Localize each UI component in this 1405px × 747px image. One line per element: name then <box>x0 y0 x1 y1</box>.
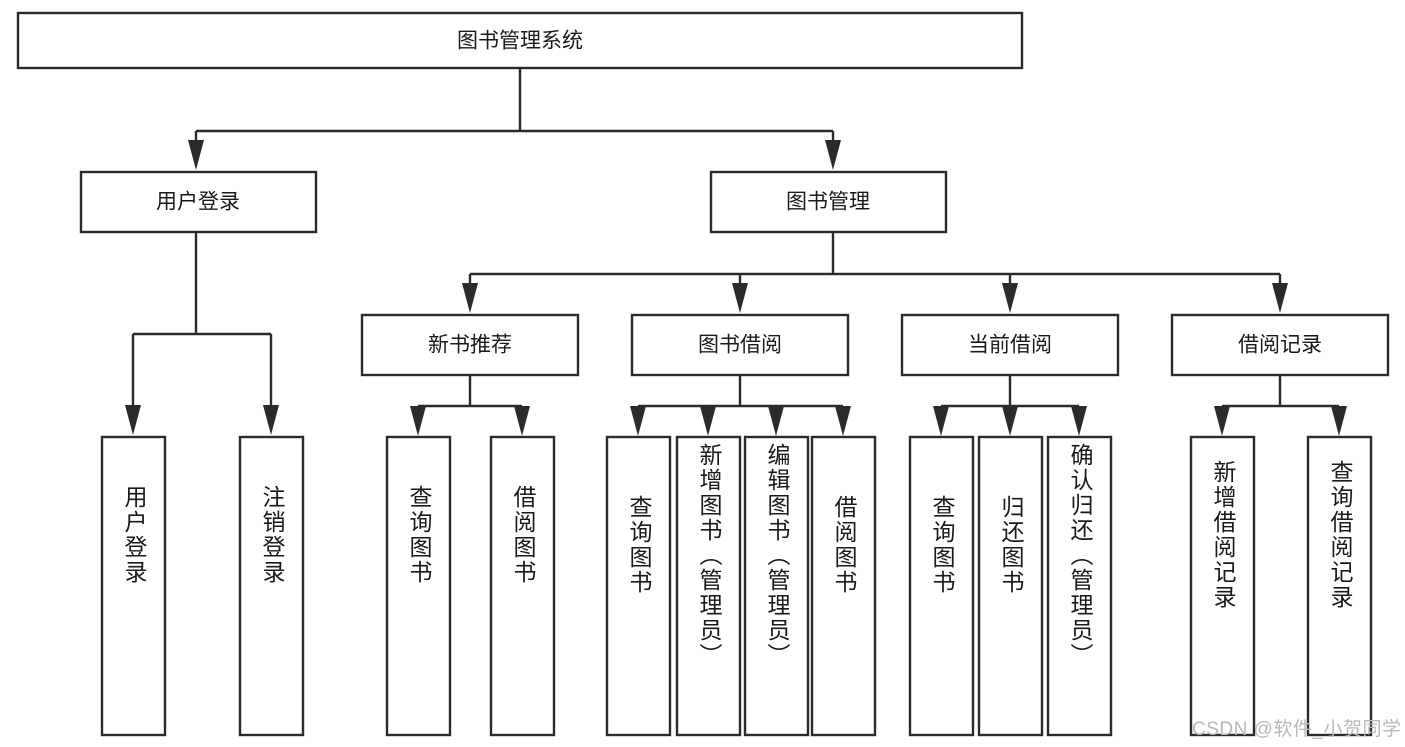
arrow-head-book-borrow <box>732 283 748 313</box>
csdn-watermark: CSDN @软件_小贺同学 <box>1192 719 1402 740</box>
arrow-head-current-borrow <box>1002 283 1018 313</box>
node-book-borrow-label: 图书借阅 <box>698 334 782 357</box>
connectors-current-borrow-to-leaves <box>933 375 1087 436</box>
arrow-head-leaf-br-1 <box>1214 406 1230 436</box>
node-borrow-record[interactable]: 借阅记录 <box>1170 313 1390 377</box>
arrow-head-leaf-cb-1 <box>933 406 949 436</box>
node-current-borrow-box[interactable] <box>900 313 1120 377</box>
leaf-boxes-current-borrow <box>908 435 1113 737</box>
arrow-head-borrow-record <box>1272 283 1288 313</box>
arrow-head-new-book <box>462 283 478 313</box>
arrow-head-leaf-nb-2 <box>514 406 530 436</box>
connectors-new-book-to-leaves <box>410 375 530 436</box>
arrow-head-leaf-nb-1 <box>410 406 426 436</box>
connectors-root-to-level2 <box>188 68 841 170</box>
node-borrow-record-label: 借阅记录 <box>1238 334 1322 357</box>
arrow-head-user-login <box>188 140 204 170</box>
node-book-borrow-box[interactable] <box>630 313 850 377</box>
leaf-box-br-add-record[interactable] <box>1189 435 1256 737</box>
leaf-box-bb-edit-book[interactable] <box>743 435 810 737</box>
node-user-login-box[interactable] <box>79 170 318 234</box>
arrow-head-leaf-br-2 <box>1331 406 1347 436</box>
arrow-head-leaf-cb-3 <box>1071 406 1087 436</box>
arrow-head-leaf-user-login <box>125 405 141 435</box>
connectors-book-manage-to-level3 <box>462 232 1288 313</box>
node-book-manage-box[interactable] <box>709 170 948 234</box>
arrow-head-leaf-cb-2 <box>1002 406 1018 436</box>
node-current-borrow[interactable]: 当前借阅 <box>900 313 1120 377</box>
arrow-head-leaf-logout <box>263 405 279 435</box>
node-user-login-label: 用户登录 <box>156 191 240 214</box>
node-book-manage-label: 图书管理 <box>786 191 870 214</box>
node-book-manage[interactable]: 图书管理 <box>709 170 948 234</box>
leaf-box-nb-borrow-book[interactable] <box>489 435 556 737</box>
node-current-borrow-label: 当前借阅 <box>968 334 1052 357</box>
leaf-box-br-query-record[interactable] <box>1306 435 1373 737</box>
leaf-box-cb-query-book[interactable] <box>908 435 975 737</box>
leaf-box-bb-add-book[interactable] <box>675 435 742 737</box>
leaf-box-cb-confirm-return[interactable] <box>1046 435 1113 737</box>
leaf-boxes-book-borrow <box>605 435 877 737</box>
arrow-head-leaf-bb-1 <box>630 406 646 436</box>
node-new-book-recommend-box[interactable] <box>360 313 580 377</box>
leaf-box-cb-return-book[interactable] <box>977 435 1044 737</box>
node-root-label: 图书管理系统 <box>457 30 583 53</box>
arrow-head-book-manage <box>825 140 841 170</box>
connectors-user-login-to-leaves <box>125 232 279 435</box>
node-book-borrow[interactable]: 图书借阅 <box>630 313 850 377</box>
node-new-book-recommend-label: 新书推荐 <box>428 334 512 357</box>
leaf-box-bb-query-book[interactable] <box>605 435 672 737</box>
node-user-login[interactable]: 用户登录 <box>79 170 318 234</box>
connectors-book-borrow-to-leaves <box>630 375 851 436</box>
leaf-box-user-login[interactable] <box>100 435 167 737</box>
leaf-box-bb-borrow-book[interactable] <box>810 435 877 737</box>
leaf-boxes-borrow-record <box>1189 435 1373 737</box>
node-borrow-record-box[interactable] <box>1170 313 1390 377</box>
leaf-box-nb-query-book[interactable] <box>385 435 452 737</box>
arrow-head-leaf-bb-4 <box>835 406 851 436</box>
leaf-boxes-user-login <box>100 435 305 737</box>
arrow-head-leaf-bb-3 <box>768 406 784 436</box>
arrow-head-leaf-bb-2 <box>700 406 716 436</box>
leaf-box-logout[interactable] <box>238 435 305 737</box>
connectors-borrow-record-to-leaves <box>1214 375 1347 436</box>
node-root[interactable]: 图书管理系统 <box>16 11 1024 70</box>
leaf-boxes-new-book <box>385 435 556 737</box>
node-new-book-recommend[interactable]: 新书推荐 <box>360 313 580 377</box>
node-root-box[interactable] <box>16 11 1024 70</box>
